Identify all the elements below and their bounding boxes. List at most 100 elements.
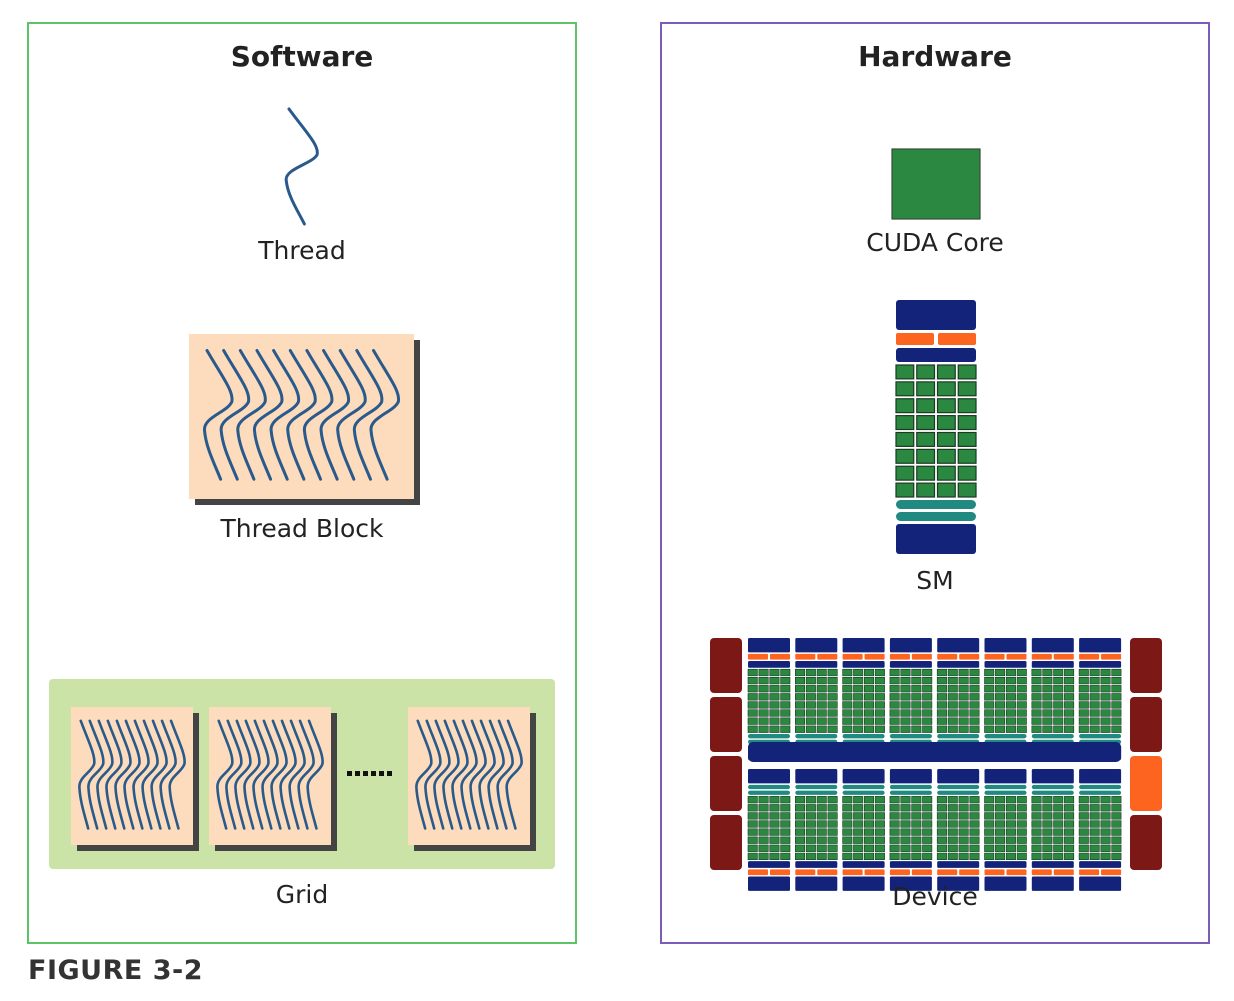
sm-core xyxy=(995,693,1006,701)
sm-core xyxy=(1005,676,1016,685)
sm-core xyxy=(984,836,995,844)
sm-core xyxy=(916,398,936,414)
sm-core xyxy=(795,852,806,861)
sm-core xyxy=(1078,668,1089,677)
sm-core xyxy=(957,398,977,414)
sm-core xyxy=(1078,796,1089,804)
sm-core xyxy=(769,701,780,709)
sm-core xyxy=(995,844,1006,852)
thread-line xyxy=(252,719,270,830)
thread-line xyxy=(159,719,177,830)
sm-core xyxy=(769,668,780,677)
thread-block-label: Thread Block xyxy=(220,514,384,543)
sm-core xyxy=(816,796,827,804)
sm-core xyxy=(957,381,977,397)
sm-orange-unit xyxy=(889,869,910,876)
sm-core xyxy=(969,852,980,861)
sm-core xyxy=(900,852,911,861)
sm-core xyxy=(1016,693,1027,701)
sm-core xyxy=(900,685,911,693)
sm-core xyxy=(747,725,758,733)
thread-line xyxy=(487,719,505,830)
sm-core xyxy=(889,796,900,804)
thread-line xyxy=(261,719,279,830)
sm-core xyxy=(916,482,936,498)
sm-navy-unit xyxy=(795,876,838,891)
sm-navy-unit xyxy=(795,638,838,653)
sm-core xyxy=(957,448,977,464)
sm-core xyxy=(936,668,947,677)
sm-core xyxy=(1100,852,1111,861)
device-sm-top xyxy=(747,638,791,760)
sm-core xyxy=(936,717,947,725)
sm-core xyxy=(816,844,827,852)
sm-core xyxy=(900,828,911,836)
sm-core xyxy=(769,820,780,828)
sm-core xyxy=(889,709,900,717)
sm-core xyxy=(1089,836,1100,844)
sm-core xyxy=(1078,725,1089,733)
sm-teal-unit xyxy=(842,734,885,739)
sm-core xyxy=(1042,804,1053,812)
sm-core xyxy=(1100,676,1111,685)
sm-core xyxy=(1053,844,1064,852)
sm-core xyxy=(853,820,864,828)
sm-navy-unit xyxy=(937,769,980,784)
sm-core xyxy=(895,465,915,481)
sm-core xyxy=(1005,725,1016,733)
sm-teal-unit xyxy=(1031,790,1074,795)
sm-core xyxy=(995,836,1006,844)
sm-core xyxy=(995,852,1006,861)
sm-core xyxy=(922,844,933,852)
sm-core xyxy=(758,836,769,844)
sm-core xyxy=(1016,668,1027,677)
sm-core xyxy=(916,431,936,447)
sm-core xyxy=(874,820,885,828)
sm-core xyxy=(1078,820,1089,828)
sm-core xyxy=(947,844,958,852)
cuda-core-square xyxy=(891,148,981,220)
sm-core xyxy=(984,820,995,828)
sm-navy-unit xyxy=(896,524,976,554)
sm-core xyxy=(747,676,758,685)
sm-core xyxy=(1053,812,1064,820)
sm-core xyxy=(769,852,780,861)
sm-core xyxy=(1005,796,1016,804)
sm-core xyxy=(1064,828,1075,836)
sm-core xyxy=(936,465,956,481)
device-sm-top xyxy=(984,638,1027,760)
sm-core xyxy=(1053,804,1064,812)
sm-core xyxy=(995,668,1006,677)
sm-core xyxy=(969,676,980,685)
sm-core xyxy=(795,717,806,725)
sm-teal-unit xyxy=(748,790,790,795)
thread-line xyxy=(469,719,487,830)
sm-orange-unit xyxy=(1031,869,1052,876)
sm-core xyxy=(805,820,816,828)
sm-orange-unit xyxy=(1079,653,1100,660)
sm-core xyxy=(1005,717,1016,725)
sm-core xyxy=(1005,804,1016,812)
sm-core xyxy=(947,812,958,820)
sm-core xyxy=(957,415,977,431)
sm-core xyxy=(1005,693,1016,701)
sm-orange-unit xyxy=(889,653,910,660)
sm-core xyxy=(936,431,956,447)
sm-core xyxy=(936,701,947,709)
sm-core xyxy=(853,796,864,804)
sm-core xyxy=(922,820,933,828)
sm-core xyxy=(816,812,827,820)
sm-core xyxy=(995,828,1006,836)
sm-core xyxy=(911,693,922,701)
thread-line xyxy=(442,719,460,830)
hardware-panel: Hardware CUDA Core SM Device xyxy=(660,22,1210,944)
sm-navy-unit xyxy=(1079,661,1122,668)
sm-core xyxy=(864,685,875,693)
sm-core xyxy=(874,852,885,861)
ellipsis-dot xyxy=(387,771,392,776)
sm-core xyxy=(911,836,922,844)
sm-core xyxy=(805,804,816,812)
sm-navy-unit xyxy=(842,861,885,868)
device-sm-top xyxy=(842,638,885,760)
sm-core xyxy=(958,852,969,861)
